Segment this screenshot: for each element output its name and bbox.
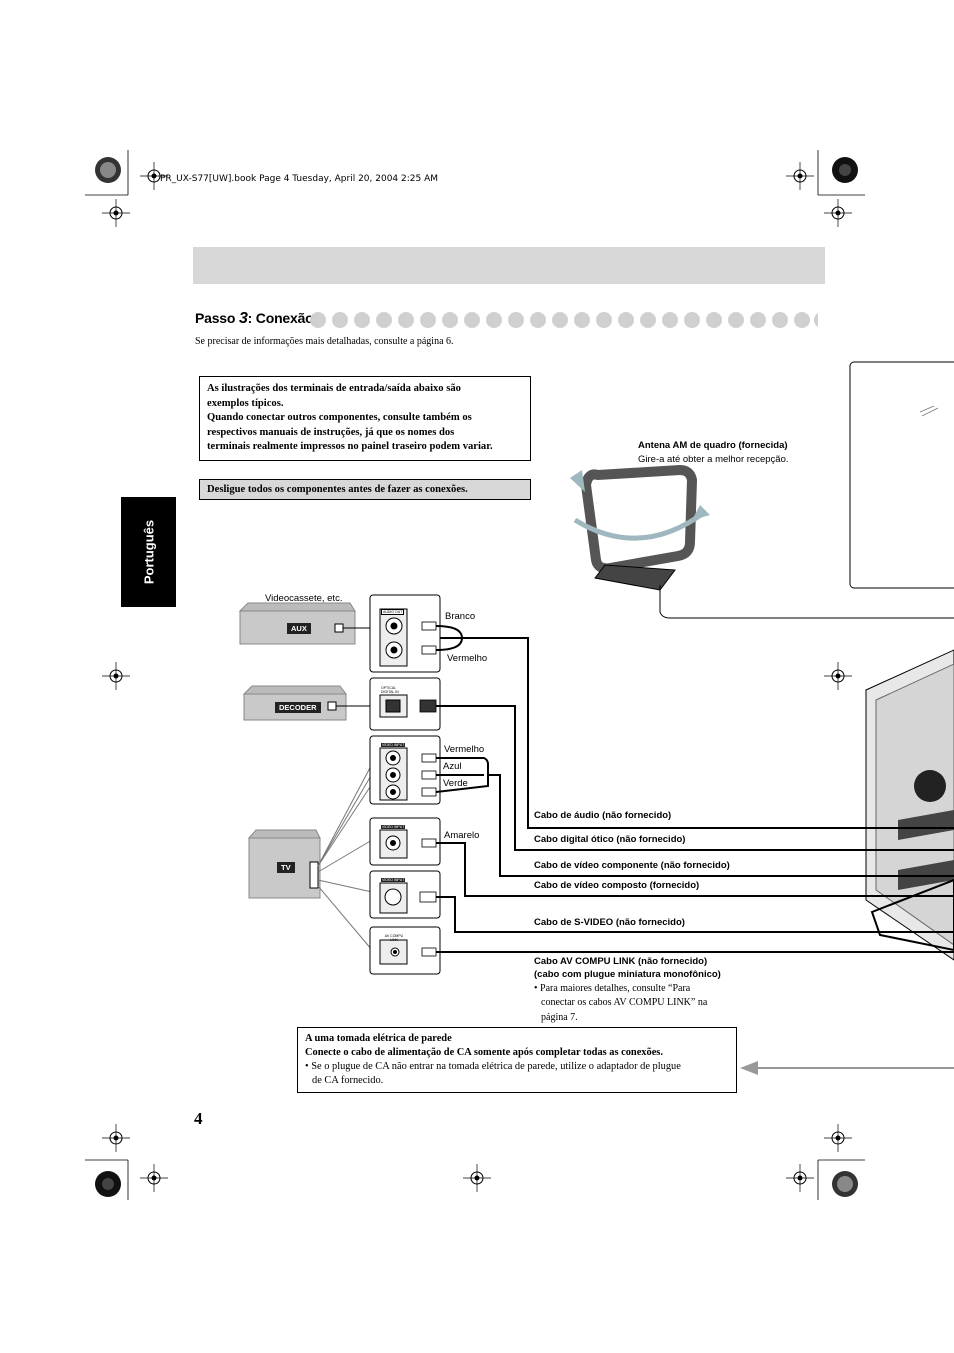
page-number: 4 [194, 1109, 203, 1128]
svideo-input-label: VIDEO INPUT [381, 878, 406, 882]
audio-out-label: AUDIO OUT [381, 609, 405, 615]
cable-component-label: Cabo de vídeo componente (não fornecido) [534, 860, 730, 871]
wire-vermelho-1: Vermelho [447, 653, 488, 664]
wire-azul: Azul [443, 761, 462, 772]
cable-compulink-label: Cabo AV COMPU LINK (não fornecido) [534, 956, 708, 967]
wire-amarelo: Amarelo [444, 830, 480, 841]
power-box-subtitle: Conecte o cabo de alimentação de CA some… [305, 1047, 663, 1058]
video-input-1-label: VIDEO INPUT [381, 743, 406, 747]
compulink-note-2: conectar os cabos AV COMPU LINK” na [541, 997, 708, 1008]
aux-label: AUX [287, 623, 311, 634]
compulink-note-1: • Para maiores detalhes, consulte “Para [534, 983, 691, 994]
warning-box: Desligue todos os componentes antes de f… [199, 479, 531, 500]
power-box-note-1: • Se o plugue de CA não entrar na tomada… [305, 1061, 681, 1072]
antenna-desc: Gire-a até obter a melhor recepção. [638, 454, 789, 465]
wire-vermelho-2: Vermelho [444, 744, 485, 755]
plugs [419, 621, 437, 957]
cable-optical-label: Cabo digital ótico (não fornecido) [534, 834, 686, 845]
power-box: A uma tomada elétrica de parede Conecte … [297, 1027, 737, 1093]
language-tab: Português [121, 497, 176, 607]
am-loop-antenna [570, 464, 954, 619]
decoder-device [242, 685, 370, 721]
main-unit-top-panel [849, 361, 954, 589]
file-header: PR_UX-S77[UW].book Page 4 Tuesday, April… [160, 174, 439, 184]
video-input-2-label: VIDEO INPUT [381, 825, 406, 829]
decoder-label: DECODER [275, 702, 321, 713]
cables [435, 625, 954, 953]
header-band [193, 247, 825, 284]
power-box-title: A uma tomada elétrica de parede [305, 1033, 452, 1044]
power-arrow [740, 1061, 954, 1075]
color-register-circles [95, 157, 858, 1197]
tv-device [247, 763, 373, 951]
cable-composite-label: Cabo de vídeo composto (fornecido) [534, 880, 700, 891]
antenna-title: Antena AM de quadro (fornecida) [638, 440, 788, 451]
compulink-note-3: página 7. [541, 1012, 578, 1023]
section-title: Passo 3: Conexão [195, 310, 314, 327]
vcr-device [238, 602, 370, 645]
crosshair-marks [102, 162, 852, 1192]
power-box-note-2: de CA fornecido. [312, 1075, 384, 1086]
vcr-caption: Videocassete, etc. [265, 593, 343, 604]
wire-branco: Branco [445, 611, 476, 622]
cable-svideo-label: Cabo de S-VIDEO (não fornecido) [534, 917, 685, 928]
section-subtitle: Se precisar de informações mais detalhad… [195, 336, 454, 347]
optical-label: OPTICAL DIGITAL IN [381, 686, 399, 694]
cable-audio-label: Cabo de áudio (não fornecido) [534, 810, 672, 821]
cable-compulink-sub: (cabo com plugue miniatura monofônico) [534, 969, 721, 980]
wire-verde: Verde [443, 778, 468, 789]
main-unit-body [865, 649, 954, 961]
av-compu-link-label: AV COMPU LINK [384, 934, 404, 942]
title-dots [310, 312, 818, 328]
info-box: As ilustrações dos terminais de entrada/… [199, 376, 531, 461]
tv-label: TV [277, 862, 295, 873]
jack-panels [369, 594, 441, 975]
